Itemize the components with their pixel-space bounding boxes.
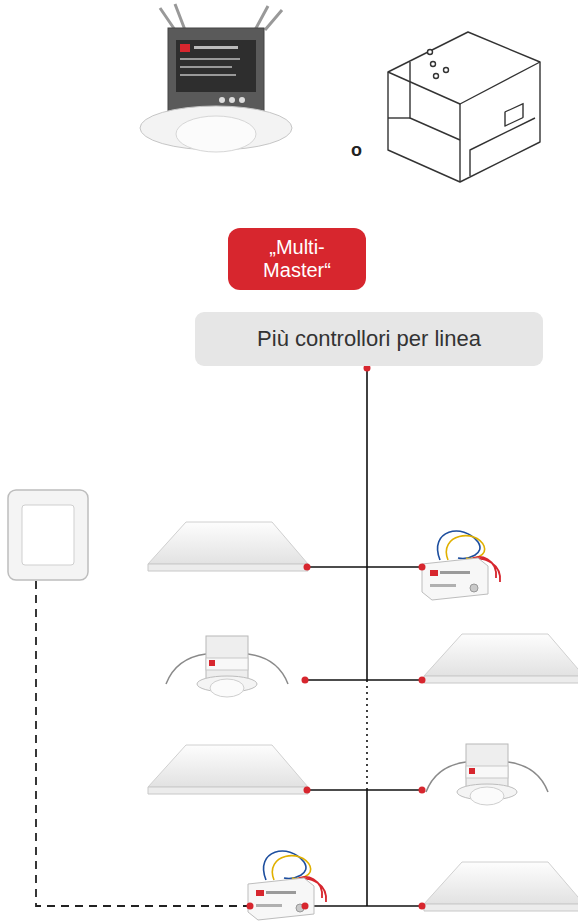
group-band: Più controllori per linea: [195, 312, 543, 366]
connection-dot: [247, 365, 426, 910]
alternative-label: o: [351, 140, 362, 161]
bus-line: [305, 366, 422, 906]
switch-wire: [36, 581, 250, 906]
wall-switch: [8, 490, 88, 580]
highlight-box: „Multi- Master“: [228, 228, 366, 290]
ceiling-sensor: [140, 4, 292, 152]
din-rail-device: [388, 32, 540, 182]
node-text: „Multi- Master“: [238, 236, 356, 282]
node-text: Più controllori per linea: [257, 326, 481, 351]
